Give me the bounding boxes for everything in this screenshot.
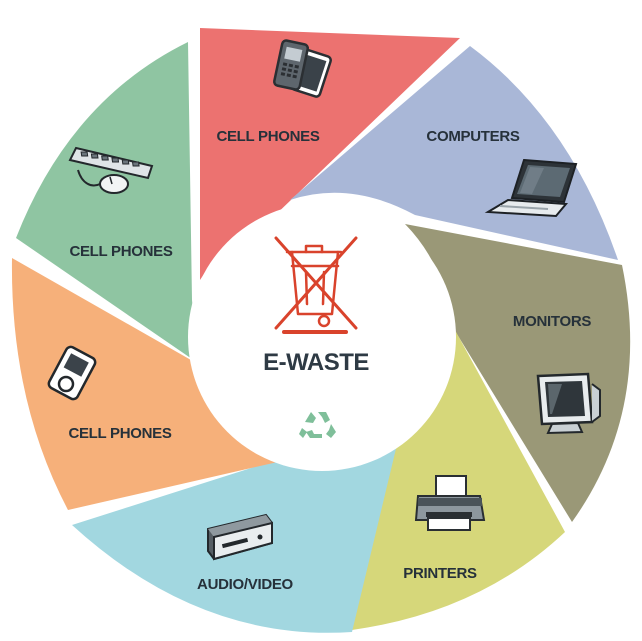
printer-icon — [414, 475, 486, 531]
segment-label-audio-video: AUDIO/VIDEO — [197, 576, 294, 593]
recycle-icon — [299, 412, 336, 438]
segment-label-printers: PRINTERS — [403, 565, 477, 582]
segment-wedge-cell-phones-upper-left — [16, 42, 208, 370]
keyboard-mouse-icon — [68, 146, 154, 194]
segment-label-monitors: MONITORS — [513, 313, 591, 330]
laptop-icon — [484, 158, 578, 218]
segment-label-cell-phones-left: CELL PHONES — [68, 425, 171, 442]
dvd-player-icon — [207, 513, 273, 561]
crt-monitor-icon — [536, 372, 601, 435]
smartphone-tablet-icon — [272, 39, 332, 98]
segment-labels: CELL PHONES COMPUTERS MONITORS PRINTERS … — [68, 128, 591, 593]
segment-label-computers: COMPUTERS — [426, 128, 519, 145]
mp3-player-icon — [47, 345, 97, 401]
center-circle — [188, 203, 456, 471]
crossed-out-wheelie-bin-icon — [274, 236, 358, 334]
segment-wedge-cell-phones-left — [11, 258, 295, 510]
center-title: E-WASTE — [263, 349, 369, 376]
segment-label-cell-phones-top: CELL PHONES — [216, 128, 319, 145]
segment-label-cell-phones-upper-left: CELL PHONES — [69, 243, 172, 260]
segment-wedge-monitors — [405, 224, 631, 522]
